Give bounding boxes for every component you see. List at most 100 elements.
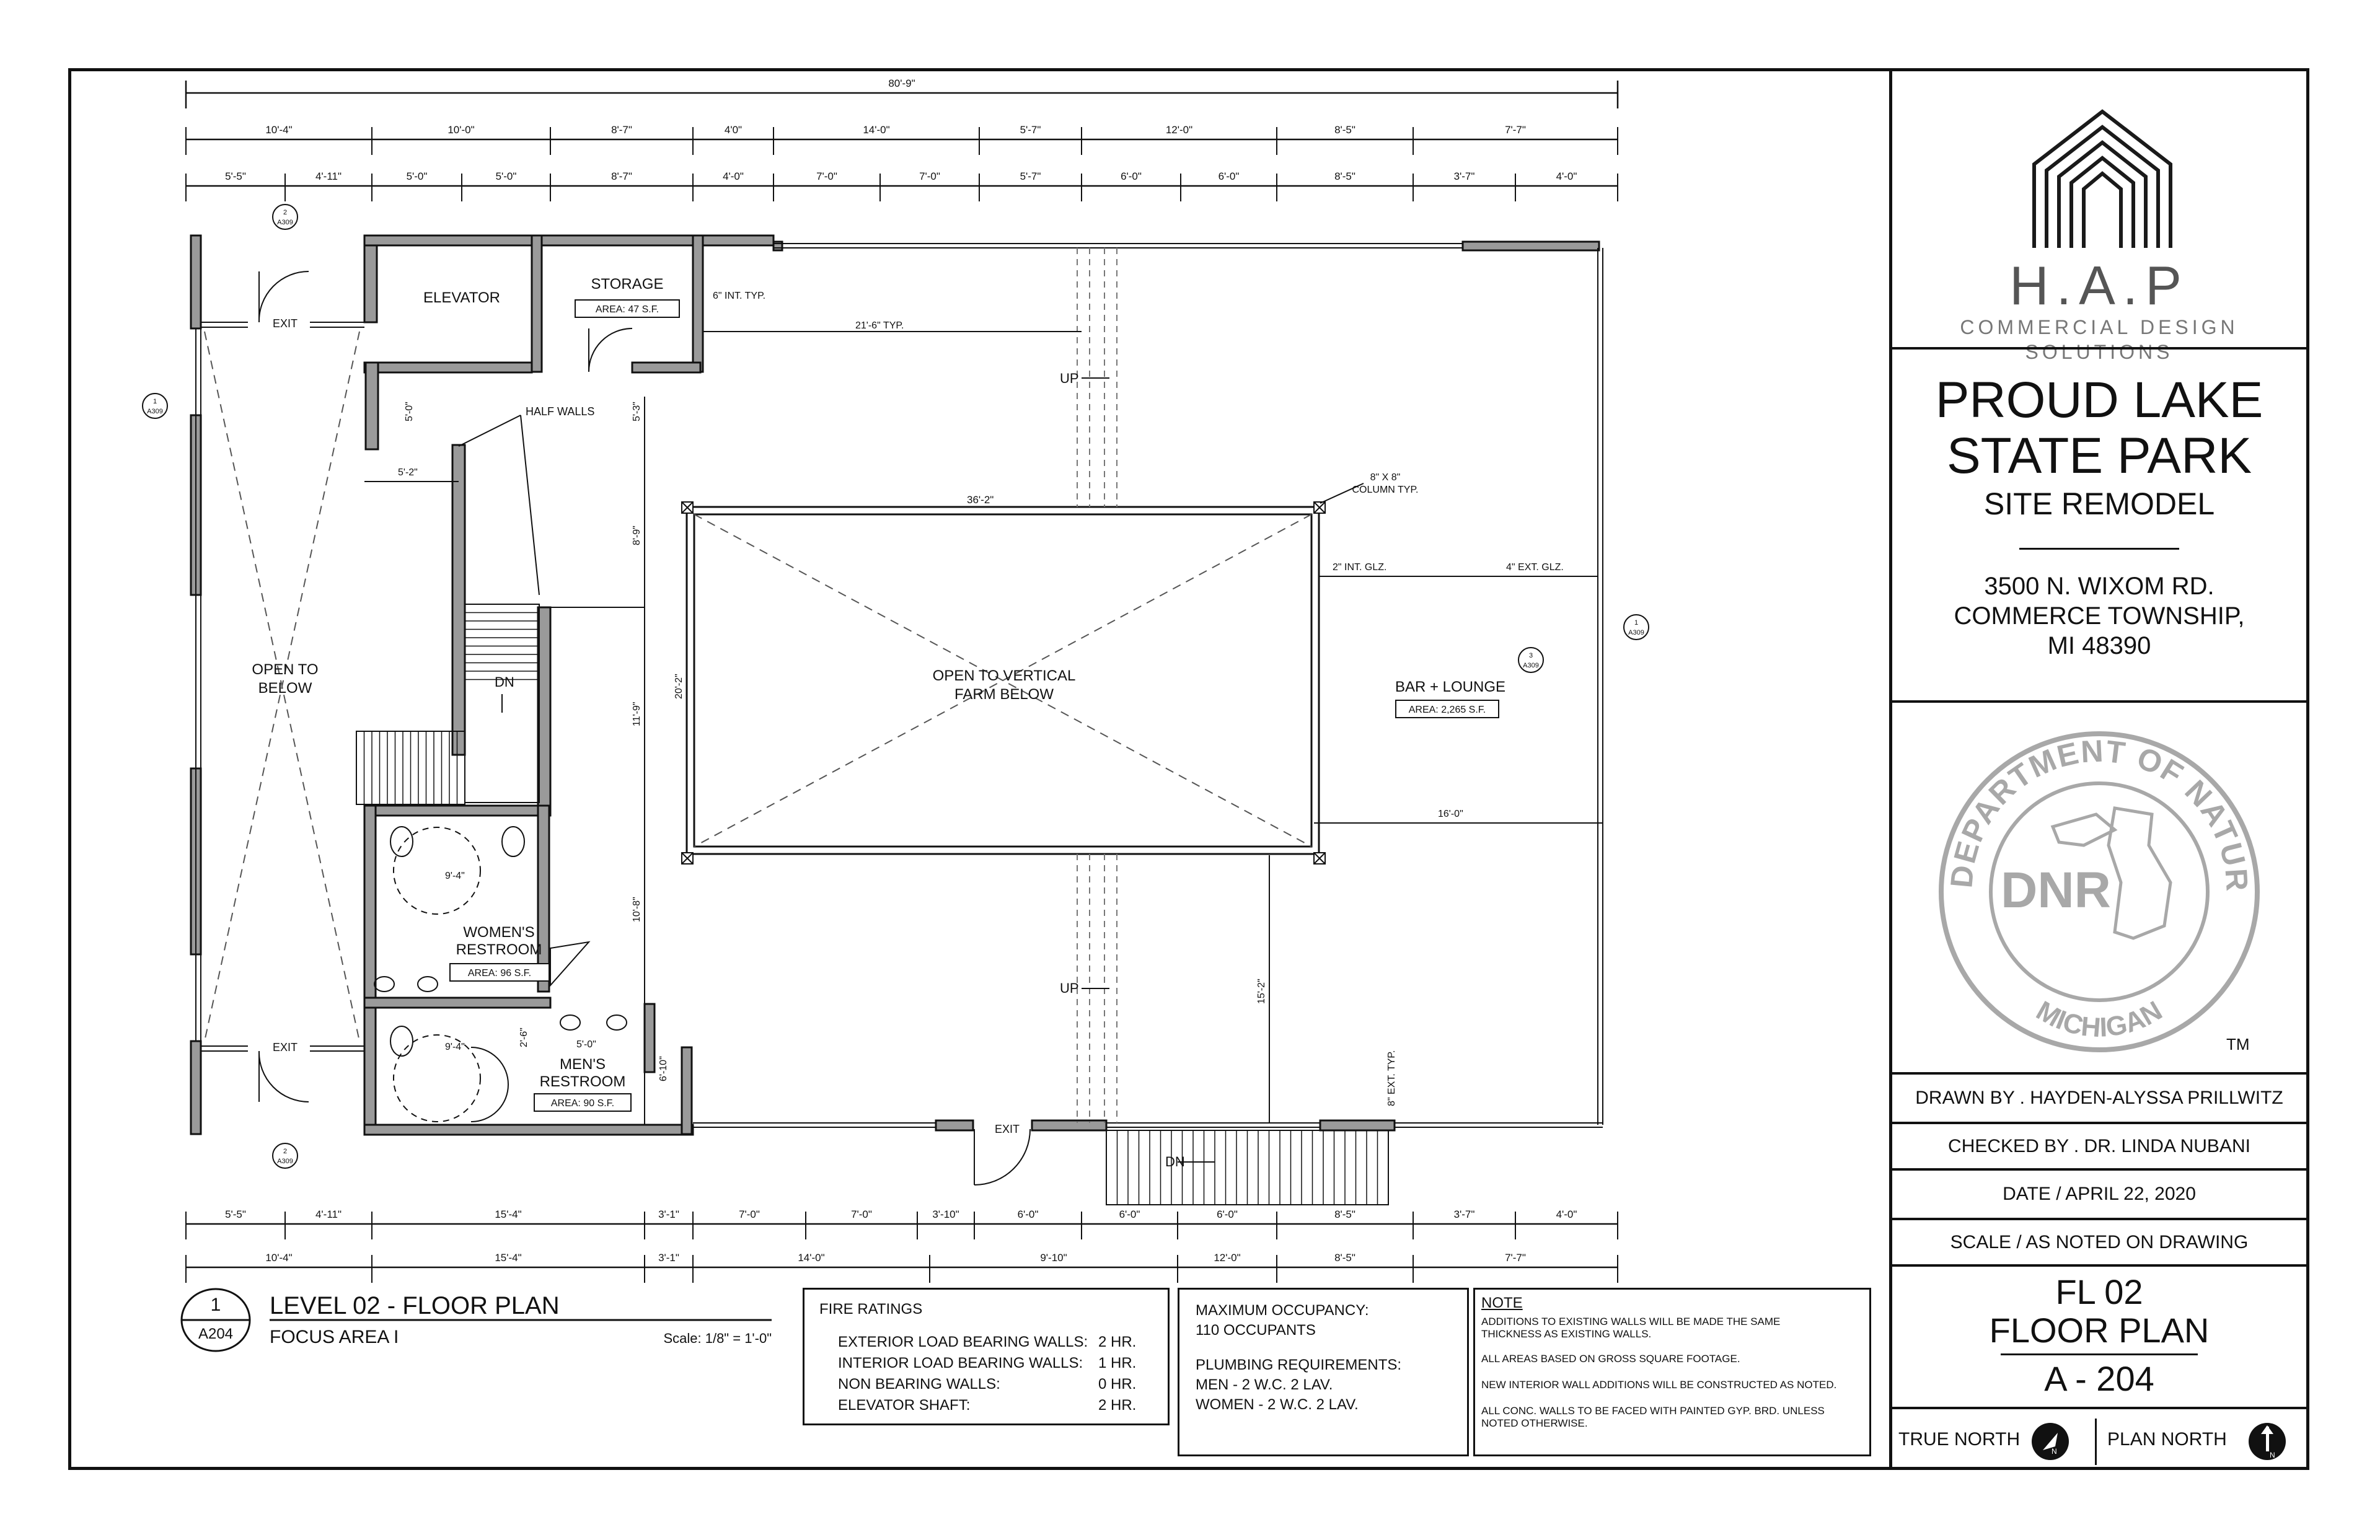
label-half-walls: HALF WALLS xyxy=(526,405,594,418)
note-item: NEW INTERIOR WALL ADDITIONS WILL BE CONS… xyxy=(1481,1379,1837,1391)
marker-right-sheet: A309 xyxy=(1628,629,1644,636)
label-5-0: 5'-0" xyxy=(404,402,415,421)
room-mens-line1: MEN'S xyxy=(560,1056,606,1073)
room-storage: STORAGE xyxy=(591,276,664,293)
logo-cell: H.A.P COMMERCIAL DESIGN SOLUTIONS xyxy=(1889,68,2309,363)
seal-center-text: DNR xyxy=(2001,862,2111,918)
dimension-label: 6'-0" xyxy=(1018,1208,1039,1220)
label-exit-bottom: EXIT xyxy=(273,1041,298,1054)
seal-state-text: MICHIGAN xyxy=(2031,995,2167,1043)
label-up-top: UP xyxy=(1060,371,1079,386)
fire-ratings-row: ELEVATOR SHAFT:2 HR. xyxy=(838,1397,1137,1414)
label-exit-top: EXIT xyxy=(273,317,298,330)
label-int-typ: 6" INT. TYP. xyxy=(713,291,765,301)
dimension-label: 5'-5" xyxy=(225,1208,246,1220)
dimension-label: 3'-7" xyxy=(1454,1208,1475,1220)
label-exit-lower: EXIT xyxy=(995,1123,1020,1135)
plumbing-men: MEN - 2 W.C. 2 LAV. xyxy=(1196,1376,1333,1393)
occupancy-box: MAXIMUM OCCUPANCY: 110 OCCUPANTS PLUMBIN… xyxy=(1178,1288,1469,1456)
label-9-4-bottom: 9'-4" xyxy=(445,1042,465,1052)
label-10-8: 10'-8" xyxy=(632,897,642,922)
project-divider xyxy=(2019,548,2179,550)
seal-tm: TM xyxy=(2226,1035,2250,1054)
room-womens-line1: WOMEN'S xyxy=(463,924,534,941)
dimension-label: 7'-0" xyxy=(851,1208,872,1220)
svg-text:N: N xyxy=(2052,1447,2057,1456)
dimension-label: 7'-7" xyxy=(1505,124,1526,136)
dimension-label: 3'-1" xyxy=(658,1252,679,1264)
dimension-label: 10'-4" xyxy=(265,124,292,136)
marker-top-num: 2 xyxy=(283,209,287,216)
address-line-2: COMMERCE TOWNSHIP, xyxy=(1954,602,2245,630)
label-20-2: 20'-2" xyxy=(674,674,684,699)
marker-bar-num: 3 xyxy=(1529,652,1533,659)
drawn-by-cell: DRAWN BY . HAYDEN-ALYSSA PRILLWITZ xyxy=(1889,1072,2309,1122)
dimension-label: 5'-5" xyxy=(225,170,246,182)
project-cell: PROUD LAKE STATE PARK SITE REMODEL 3500 … xyxy=(1889,347,2309,700)
dimension-label: 10'-4" xyxy=(265,1252,292,1264)
occupancy-value: 110 OCCUPANTS xyxy=(1196,1322,1316,1339)
marker-bar-sheet: A309 xyxy=(1523,662,1539,669)
label-5-2: 5'-2" xyxy=(398,467,418,478)
sheet-id-cell: FL 02 FLOOR PLAN A - 204 xyxy=(1889,1264,2309,1407)
caption-sheet: A204 xyxy=(198,1326,233,1342)
dimension-label: 8'-5" xyxy=(1334,170,1355,182)
true-north-label: TRUE NORTH xyxy=(1898,1429,2021,1450)
marker-right-num: 1 xyxy=(1634,619,1638,627)
fire-ratings-row: NON BEARING WALLS:0 HR. xyxy=(838,1376,1137,1393)
dimension-label: 12'-0" xyxy=(1214,1252,1240,1264)
dimension-label: 9'-10" xyxy=(1040,1252,1067,1264)
dimension-label: 15'-4" xyxy=(495,1252,521,1264)
label-ext-glz: 4" EXT. GLZ. xyxy=(1506,562,1564,573)
dimension-label: 7'-0" xyxy=(816,170,837,182)
caption-scale: Scale: 1/8" = 1'-0" xyxy=(663,1331,772,1346)
note-item: ALL CONC. WALLS TO BE FACED WITH PAINTED… xyxy=(1481,1405,1825,1429)
dimension-label: 8'-5" xyxy=(1334,1252,1355,1264)
marker-left-num: 1 xyxy=(153,398,157,405)
label-int-glz: 2" INT. GLZ. xyxy=(1333,562,1386,573)
note-item: ADDITIONS TO EXISTING WALLS WILL BE MADE… xyxy=(1481,1316,1781,1340)
plumbing-women: WOMEN - 2 W.C. 2 LAV. xyxy=(1196,1396,1359,1413)
womens-area: AREA: 96 S.F. xyxy=(468,968,531,979)
logo-tagline-2: SOLUTIONS xyxy=(2025,341,2174,363)
label-15-2: 15'-2" xyxy=(1256,979,1267,1004)
dimension-label: 6'-0" xyxy=(1121,170,1142,182)
dimension-label: 6'-0" xyxy=(1119,1208,1140,1220)
room-mens-line2: RESTROOM xyxy=(540,1073,626,1090)
address-line-3: MI 48390 xyxy=(2047,632,2151,659)
drawing-caption: 1 A204 LEVEL 02 - FLOOR PLAN FOCUS AREA … xyxy=(177,1286,778,1354)
label-6-10: 6'-10" xyxy=(658,1056,669,1081)
dimension-label: 8'-5" xyxy=(1334,1208,1355,1220)
label-column-1: 8" X 8" xyxy=(1370,472,1401,483)
true-north-icon: N xyxy=(2032,1423,2069,1460)
sheet-divider xyxy=(2001,1353,2198,1355)
label-36-2: 36'-2" xyxy=(967,494,994,506)
marker-bottom-sheet: A309 xyxy=(277,1158,293,1165)
room-bar-lounge: BAR + LOUNGE xyxy=(1395,679,1505,695)
dimension-label: 8'-5" xyxy=(1334,124,1355,136)
dimension-label: 4'-0" xyxy=(723,170,744,182)
dimension-label: 7'-0" xyxy=(739,1208,760,1220)
checked-by-cell: CHECKED BY . DR. LINDA NUBANI xyxy=(1889,1122,2309,1168)
marker-left-sheet: A309 xyxy=(147,408,163,415)
logo-name: H.A.P xyxy=(2009,255,2189,316)
room-elevator: ELEVATOR xyxy=(423,289,500,306)
caption-number: 1 xyxy=(211,1295,221,1315)
label-dn-stair: DN xyxy=(495,674,514,690)
occupancy-title: MAXIMUM OCCUPANCY: xyxy=(1196,1302,1369,1319)
dimension-label: 3'-7" xyxy=(1454,170,1475,182)
dimension-label: 4'-11" xyxy=(315,170,342,182)
drawing-sheet-border xyxy=(68,68,2309,1470)
overall-dimension: 80'-9" xyxy=(888,77,915,89)
dimension-label: 6'-0" xyxy=(1217,1208,1238,1220)
dimension-label: 14'-0" xyxy=(798,1252,824,1264)
north-divider xyxy=(2095,1419,2097,1465)
caption-title: LEVEL 02 - FLOOR PLAN xyxy=(270,1292,560,1319)
dnr-seal-icon: DEPARTMENT OF NATURAL RESOURCES MICHIGAN… xyxy=(1929,721,2260,1054)
caption-subtitle: FOCUS AREA I xyxy=(270,1327,399,1347)
plan-north-label: PLAN NORTH xyxy=(2107,1429,2227,1450)
label-16-0: 16'-0" xyxy=(1438,809,1463,819)
svg-text:N: N xyxy=(2270,1451,2275,1459)
marker-top-sheet: A309 xyxy=(277,219,293,226)
project-name-1: PROUD LAKE xyxy=(1935,372,2263,428)
